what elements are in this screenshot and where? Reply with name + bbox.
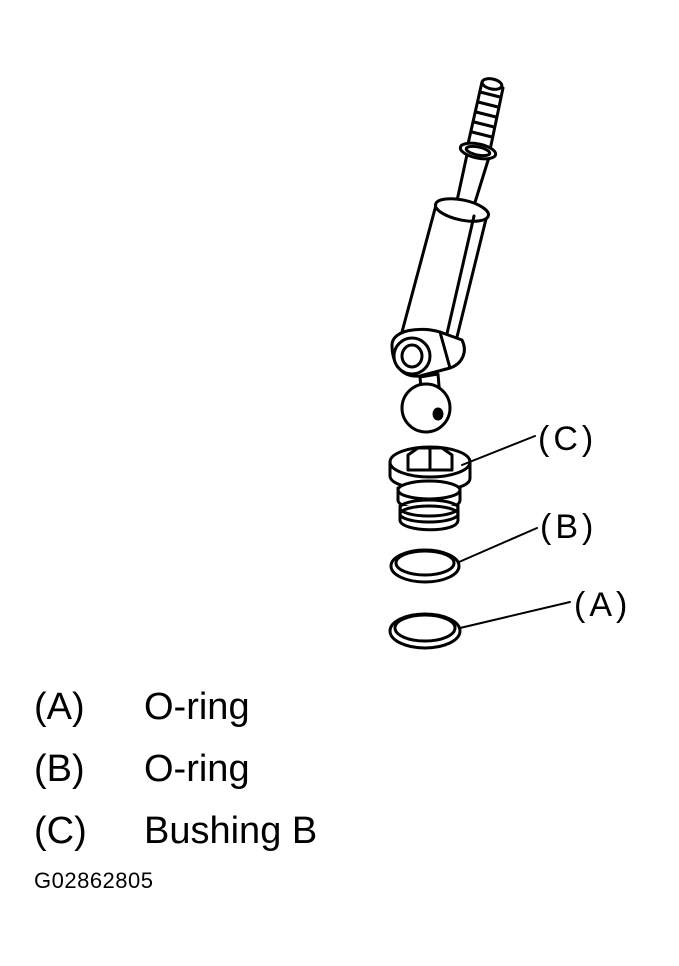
leader-line-b	[458, 527, 538, 563]
legend-desc: O-ring	[144, 686, 250, 728]
exploded-view-diagram: (C) (B) (A)	[388, 77, 631, 650]
leader-line-a	[459, 601, 571, 629]
housing-tube	[400, 197, 490, 347]
callout-a: (A)	[574, 586, 631, 624]
o-ring-a-part	[388, 612, 462, 650]
legend-desc: Bushing B	[144, 810, 318, 852]
shaft	[453, 141, 498, 214]
shaft-spline-tip	[466, 77, 505, 152]
ball-joint	[400, 372, 452, 434]
legend-key: (B)	[34, 748, 85, 790]
callout-b: (B)	[540, 508, 597, 546]
housing-eye	[390, 327, 466, 378]
legend-key: (A)	[34, 686, 85, 728]
callout-c: (C)	[538, 420, 597, 458]
leader-line-c	[461, 435, 536, 466]
figure-code: G02862805	[34, 868, 154, 893]
o-ring-b-part	[389, 548, 461, 584]
bushing-b-part	[388, 445, 472, 532]
legend-key: (C)	[34, 810, 87, 852]
legend-desc: O-ring	[144, 748, 250, 790]
